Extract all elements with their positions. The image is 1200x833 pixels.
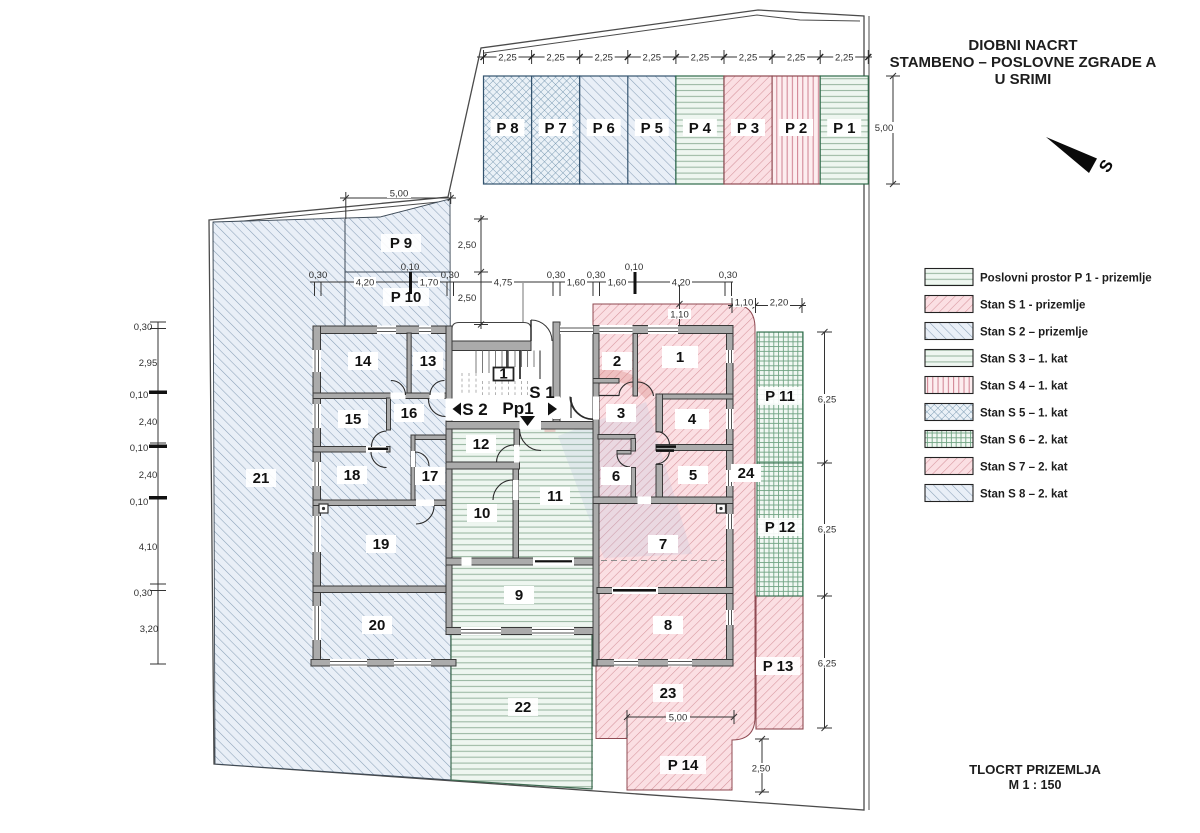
svg-text:2,25: 2,25 bbox=[691, 53, 710, 64]
svg-text:P 13: P 13 bbox=[763, 658, 794, 675]
svg-text:0,10: 0,10 bbox=[625, 262, 644, 273]
svg-text:1: 1 bbox=[676, 349, 684, 366]
svg-text:1,60: 1,60 bbox=[567, 278, 586, 289]
svg-text:22: 22 bbox=[515, 699, 532, 716]
svg-text:4,10: 4,10 bbox=[139, 542, 158, 553]
svg-text:P 8: P 8 bbox=[496, 120, 518, 137]
svg-text:1,10: 1,10 bbox=[735, 298, 754, 309]
svg-text:STAMBENO – POSLOVNE ZGRADE A: STAMBENO – POSLOVNE ZGRADE A bbox=[890, 54, 1157, 71]
svg-text:6,25: 6,25 bbox=[818, 659, 837, 670]
svg-text:Poslovni prostor P 1 - prizeml: Poslovni prostor P 1 - prizemlje bbox=[980, 273, 1152, 285]
svg-text:Stan S 7 – 2. kat: Stan S 7 – 2. kat bbox=[980, 462, 1068, 474]
svg-text:0,30: 0,30 bbox=[547, 270, 566, 281]
svg-text:4,75: 4,75 bbox=[494, 278, 513, 289]
svg-text:6,25: 6,25 bbox=[818, 525, 837, 536]
svg-text:P 5: P 5 bbox=[641, 120, 663, 137]
svg-text:0,30: 0,30 bbox=[719, 270, 738, 281]
svg-text:2,50: 2,50 bbox=[458, 240, 477, 251]
svg-text:0,30: 0,30 bbox=[441, 270, 460, 281]
svg-text:2,25: 2,25 bbox=[835, 53, 854, 64]
svg-text:2: 2 bbox=[613, 353, 621, 370]
svg-text:Stan S 1 - prizemlje: Stan S 1 - prizemlje bbox=[980, 300, 1085, 312]
svg-text:5,00: 5,00 bbox=[390, 189, 409, 200]
svg-text:DIOBNI NACRT: DIOBNI NACRT bbox=[968, 37, 1077, 54]
svg-text:4: 4 bbox=[688, 411, 697, 428]
svg-text:0,10: 0,10 bbox=[130, 497, 149, 508]
svg-text:1: 1 bbox=[499, 366, 507, 383]
svg-text:2,50: 2,50 bbox=[458, 293, 477, 304]
svg-text:23: 23 bbox=[660, 685, 677, 702]
svg-text:24: 24 bbox=[738, 465, 755, 482]
svg-text:7: 7 bbox=[659, 536, 667, 553]
svg-text:P 9: P 9 bbox=[390, 235, 412, 252]
svg-text:Stan S 6 – 2. kat: Stan S 6 – 2. kat bbox=[980, 435, 1068, 447]
svg-text:8: 8 bbox=[664, 617, 672, 634]
svg-text:0,30: 0,30 bbox=[587, 270, 606, 281]
svg-text:TLOCRT PRIZEMLJA: TLOCRT PRIZEMLJA bbox=[969, 762, 1101, 777]
svg-text:0,30: 0,30 bbox=[309, 270, 328, 281]
svg-text:P 6: P 6 bbox=[593, 120, 615, 137]
svg-text:20: 20 bbox=[369, 617, 386, 634]
svg-text:0,30: 0,30 bbox=[134, 588, 153, 599]
svg-text:2,25: 2,25 bbox=[498, 53, 517, 64]
svg-text:P 7: P 7 bbox=[544, 120, 566, 137]
svg-text:6: 6 bbox=[612, 468, 620, 485]
svg-text:P 14: P 14 bbox=[668, 757, 699, 774]
svg-text:21: 21 bbox=[253, 470, 270, 487]
svg-text:Stan S 2 – prizemlje: Stan S 2 – prizemlje bbox=[980, 327, 1088, 339]
svg-text:S 1: S 1 bbox=[529, 383, 555, 402]
svg-text:1,10: 1,10 bbox=[670, 310, 689, 321]
svg-text:3: 3 bbox=[617, 405, 625, 422]
svg-text:1,70: 1,70 bbox=[420, 278, 439, 289]
svg-text:19: 19 bbox=[373, 536, 390, 553]
svg-text:U SRIMI: U SRIMI bbox=[995, 71, 1052, 88]
svg-text:2,25: 2,25 bbox=[546, 53, 565, 64]
svg-text:5,00: 5,00 bbox=[669, 713, 688, 724]
svg-text:5: 5 bbox=[689, 467, 697, 484]
svg-text:2,25: 2,25 bbox=[594, 53, 613, 64]
svg-text:14: 14 bbox=[355, 353, 372, 370]
svg-text:10: 10 bbox=[474, 505, 491, 522]
svg-text:9: 9 bbox=[515, 587, 523, 604]
svg-text:1,60: 1,60 bbox=[608, 278, 627, 289]
svg-text:2,25: 2,25 bbox=[643, 53, 662, 64]
svg-text:P 11: P 11 bbox=[765, 388, 795, 405]
svg-text:Stan S 5 – 1. kat: Stan S 5 – 1. kat bbox=[980, 408, 1068, 420]
svg-text:P 10: P 10 bbox=[391, 289, 422, 306]
svg-text:M 1 : 150: M 1 : 150 bbox=[1009, 778, 1062, 792]
svg-text:4,20: 4,20 bbox=[356, 278, 375, 289]
svg-text:S 2: S 2 bbox=[462, 400, 488, 419]
svg-text:2,50: 2,50 bbox=[752, 764, 771, 775]
svg-text:2,40: 2,40 bbox=[139, 470, 158, 481]
svg-text:0,10: 0,10 bbox=[130, 390, 149, 401]
svg-text:6,25: 6,25 bbox=[818, 395, 837, 406]
svg-text:2,25: 2,25 bbox=[739, 53, 758, 64]
svg-text:18: 18 bbox=[344, 467, 361, 484]
svg-text:15: 15 bbox=[345, 411, 362, 428]
svg-text:2,20: 2,20 bbox=[770, 298, 789, 309]
svg-text:5,00: 5,00 bbox=[875, 123, 894, 134]
svg-text:0,10: 0,10 bbox=[130, 443, 149, 454]
svg-text:12: 12 bbox=[473, 436, 490, 453]
svg-text:11: 11 bbox=[547, 488, 563, 505]
svg-text:Stan S 4 – 1. kat: Stan S 4 – 1. kat bbox=[980, 381, 1068, 393]
svg-text:P 12: P 12 bbox=[765, 519, 796, 536]
svg-text:13: 13 bbox=[420, 353, 437, 370]
svg-text:2,25: 2,25 bbox=[787, 53, 806, 64]
svg-text:4,20: 4,20 bbox=[672, 278, 691, 289]
svg-text:0,30: 0,30 bbox=[134, 322, 153, 333]
svg-text:P 1: P 1 bbox=[833, 120, 855, 137]
svg-text:2,40: 2,40 bbox=[139, 417, 158, 428]
svg-text:2,95: 2,95 bbox=[139, 358, 158, 369]
svg-text:16: 16 bbox=[401, 405, 418, 422]
svg-text:0,10: 0,10 bbox=[401, 262, 420, 273]
svg-text:P 2: P 2 bbox=[785, 120, 807, 137]
svg-text:17: 17 bbox=[422, 468, 439, 485]
svg-text:Stan S 3 – 1. kat: Stan S 3 – 1. kat bbox=[980, 354, 1068, 366]
svg-text:3,20: 3,20 bbox=[140, 624, 159, 635]
svg-text:P 4: P 4 bbox=[689, 120, 712, 137]
svg-text:Pp1: Pp1 bbox=[502, 399, 533, 418]
svg-text:P 3: P 3 bbox=[737, 120, 759, 137]
svg-text:Stan S 8 – 2. kat: Stan S 8 – 2. kat bbox=[980, 489, 1068, 501]
